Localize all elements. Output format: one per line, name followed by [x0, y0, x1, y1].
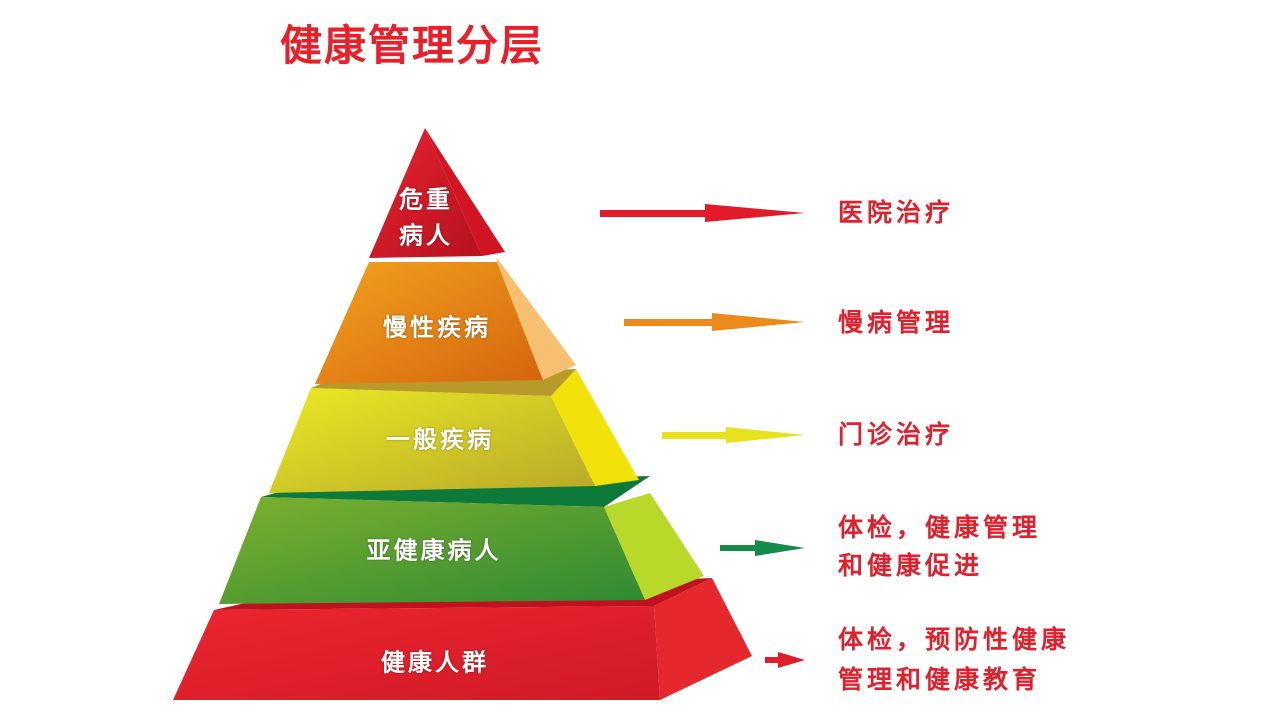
tier-4-label: 亚健康病人 — [366, 536, 502, 565]
tier-1-side — [425, 128, 505, 256]
tier-4-front — [219, 497, 645, 604]
arrow-5 — [765, 652, 805, 668]
tier-1-outcome: 医院治疗 — [838, 198, 955, 227]
tier-5-label: 健康人群 — [381, 648, 489, 677]
arrow-2 — [624, 313, 805, 331]
tier-3-side — [551, 369, 639, 486]
arrow-4 — [720, 540, 805, 556]
tier-1-label-line-1: 危重 — [399, 185, 453, 214]
tier-5-front — [173, 606, 660, 700]
tier-5-side — [654, 578, 752, 700]
arrow-3 — [662, 427, 805, 443]
diagram-title: 健康管理分层 — [280, 21, 545, 70]
tier-1-front — [369, 128, 482, 258]
tier-2-front — [315, 262, 543, 384]
tier-2-label: 慢性疾病 — [383, 313, 491, 342]
arrow-1 — [600, 204, 805, 222]
tier-2-side — [497, 258, 576, 380]
tier-3-outcome: 门诊治疗 — [838, 420, 955, 449]
tier-4-side — [604, 493, 704, 600]
tier-5-outcome-line-2: 管理和健康教育 — [838, 665, 1042, 694]
tier-2-outcome: 慢病管理 — [838, 308, 955, 337]
tier-4-outcome-line-2: 和健康促进 — [838, 551, 984, 580]
tier-3-front — [269, 388, 595, 493]
tier-3-label: 一般疾病 — [386, 425, 494, 454]
tier-4-outcome-line-1: 体检，健康管理 — [838, 513, 1042, 542]
tier-5-outcome-line-1: 体检，预防性健康 — [838, 625, 1071, 654]
tier-1-label-line-2: 病人 — [399, 221, 453, 250]
